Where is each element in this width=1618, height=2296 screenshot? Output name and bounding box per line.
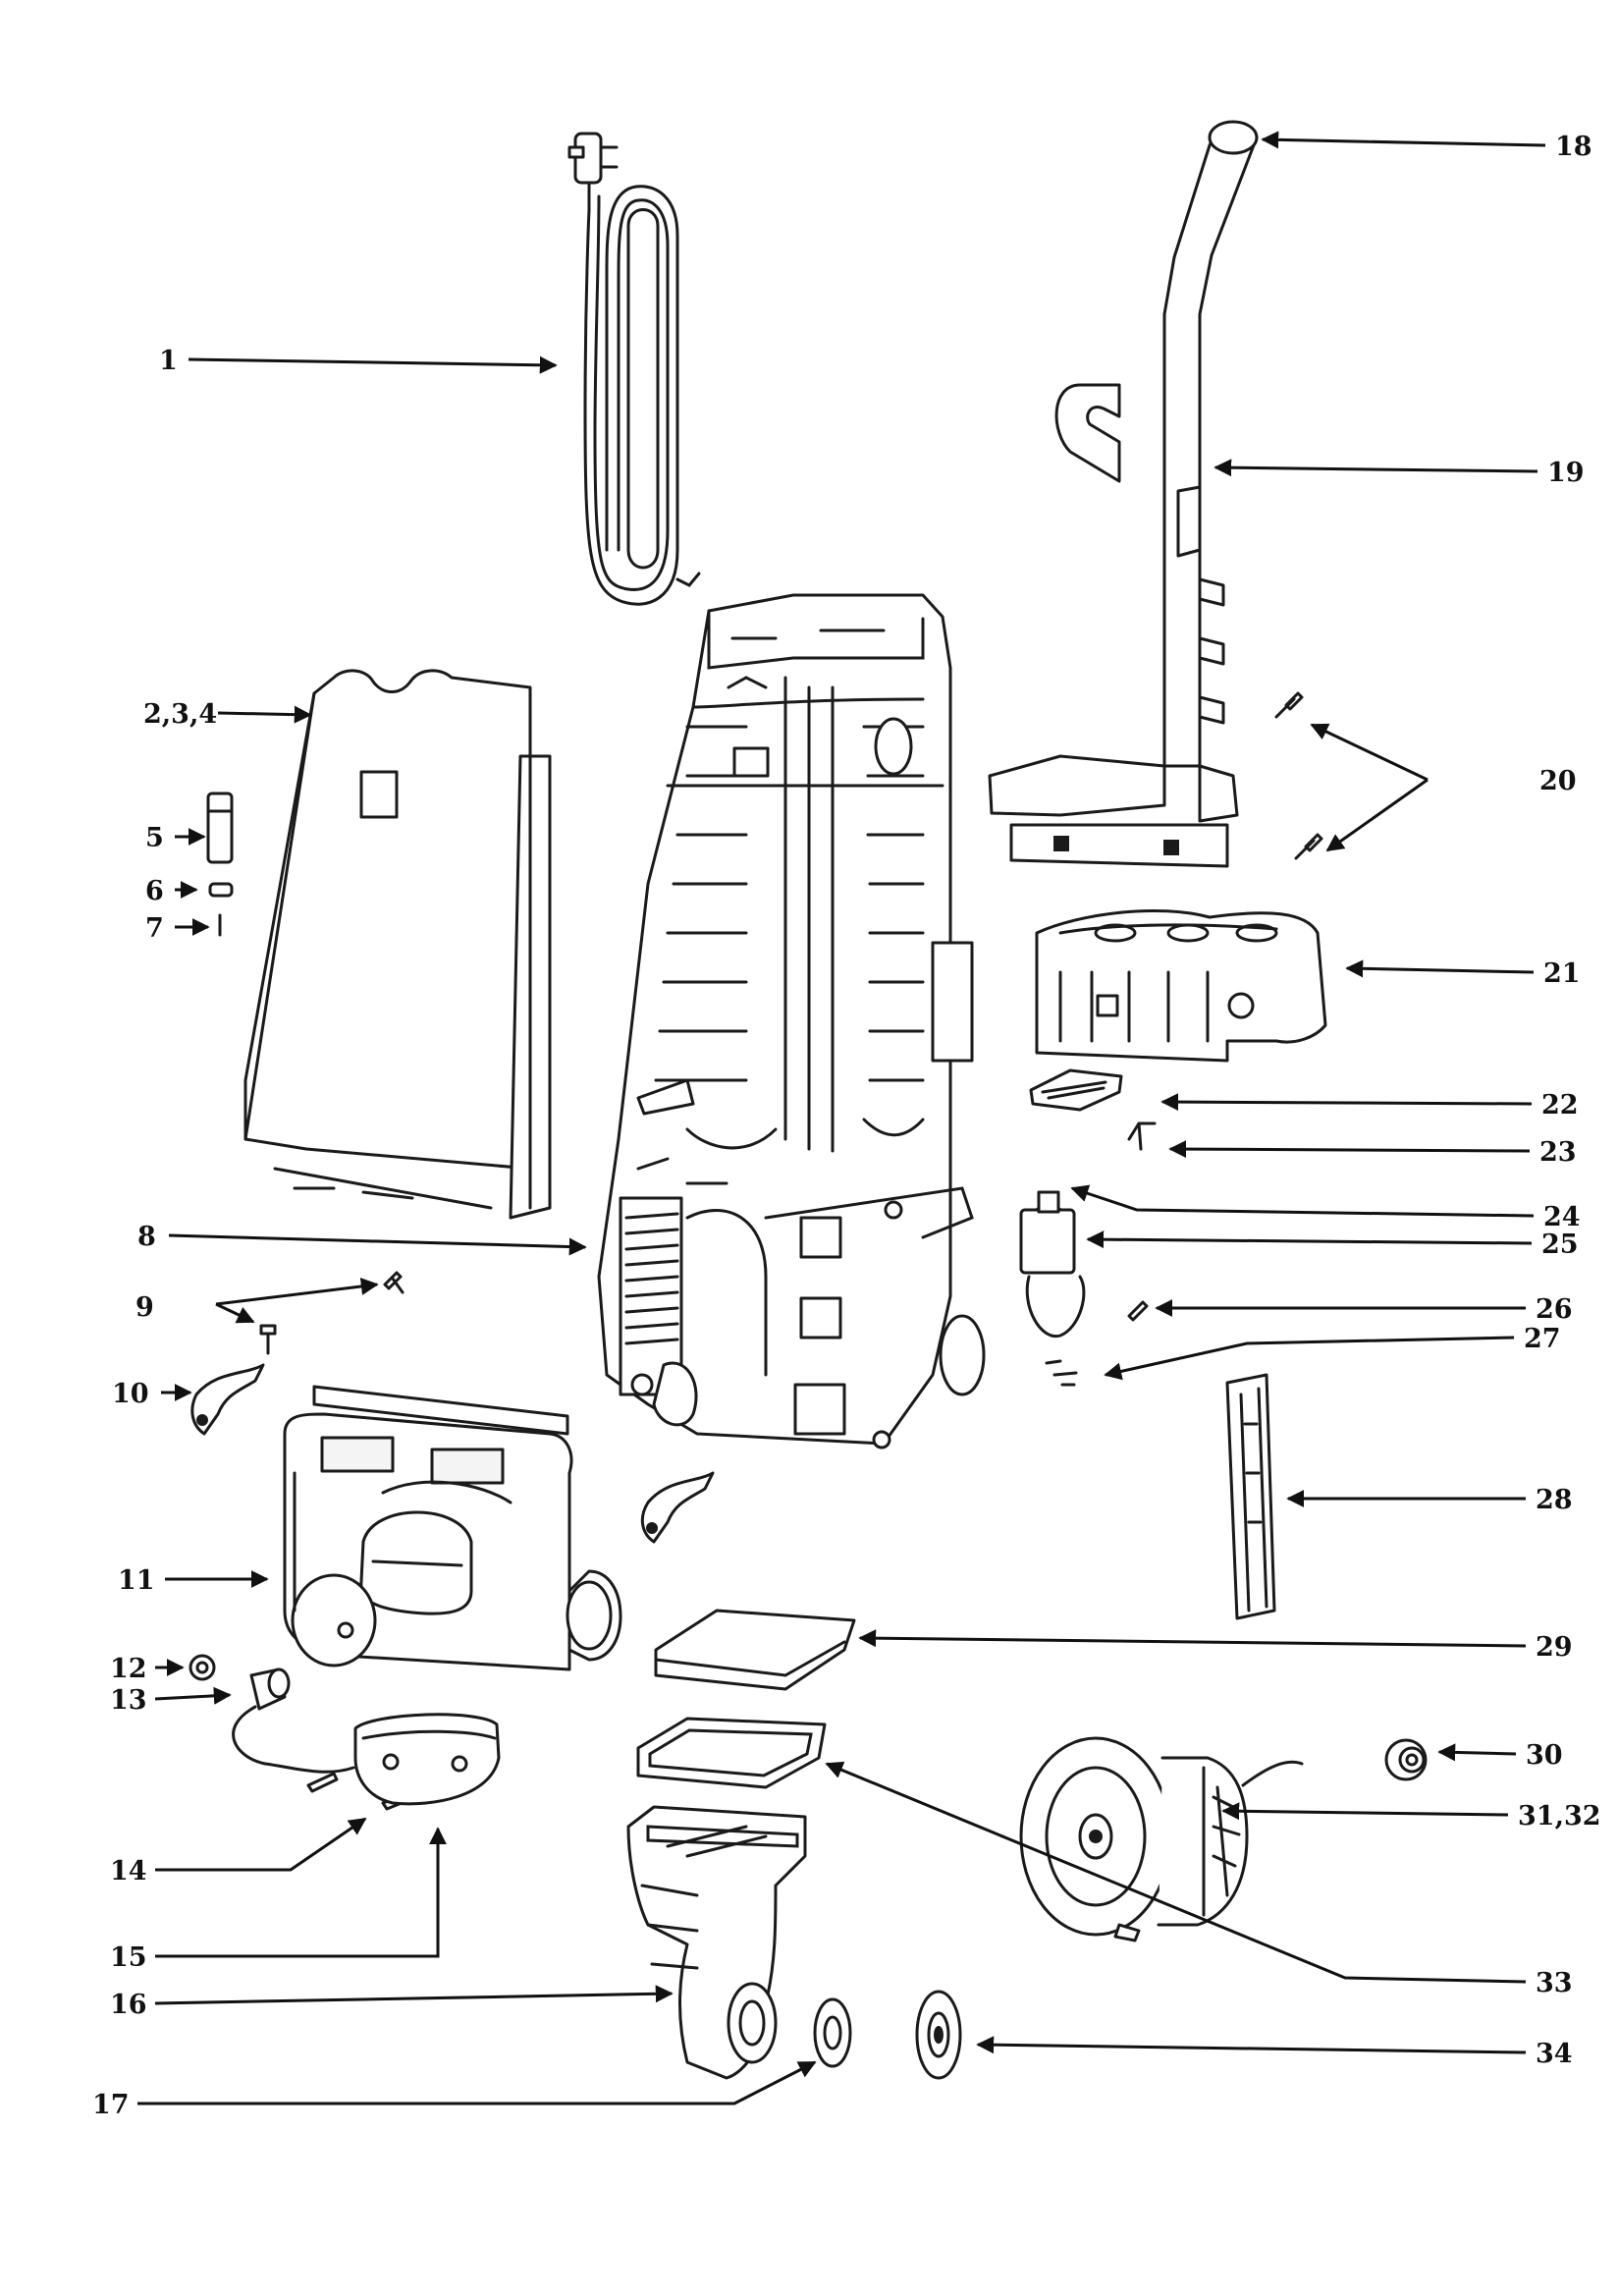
leader-22 bbox=[1160, 1093, 1533, 1112]
wheel-34-part bbox=[915, 1990, 962, 2080]
leader-lines bbox=[137, 131, 1546, 2105]
callout-25: 25 bbox=[1541, 1230, 1579, 1260]
leader-25 bbox=[1086, 1230, 1533, 1249]
callout-15: 15 bbox=[110, 1942, 147, 1973]
leader-9a bbox=[215, 1278, 379, 1306]
callout-14: 14 bbox=[110, 1856, 147, 1886]
callout-13: 13 bbox=[110, 1685, 147, 1716]
leader-24 bbox=[1070, 1184, 1535, 1218]
callout-29: 29 bbox=[1536, 1632, 1573, 1663]
callout-21: 21 bbox=[1543, 958, 1581, 989]
callout-8: 8 bbox=[137, 1222, 156, 1252]
leader-29 bbox=[858, 1629, 1527, 1648]
callout-26: 26 bbox=[1536, 1294, 1573, 1325]
motor-31-part bbox=[1019, 1736, 1304, 1942]
callout-34: 34 bbox=[1536, 2039, 1573, 2069]
callout-labels: 1 2,3,4 5 6 7 8 9 10 11 12 13 14 15 16 1… bbox=[92, 132, 1601, 2120]
callout-18: 18 bbox=[1555, 132, 1592, 162]
part-28 bbox=[1225, 1373, 1276, 1620]
part-30 bbox=[1384, 1738, 1428, 1781]
leader-15 bbox=[155, 1827, 447, 1958]
callout-11: 11 bbox=[118, 1565, 155, 1596]
leader-20b bbox=[1325, 778, 1429, 852]
callout-17: 17 bbox=[92, 2090, 130, 2120]
leader-18 bbox=[1261, 131, 1546, 149]
screws-9-part bbox=[259, 1271, 404, 1355]
filter-33-part bbox=[636, 1717, 827, 1789]
leader-20a bbox=[1310, 723, 1429, 782]
leader-17 bbox=[137, 2060, 817, 2105]
leader-13 bbox=[154, 1686, 232, 1705]
leader-19 bbox=[1214, 459, 1538, 477]
leader-9b bbox=[215, 1302, 255, 1324]
parts-22-27 bbox=[1019, 1068, 1157, 1387]
callout-33: 33 bbox=[1536, 1968, 1573, 1998]
leader-1 bbox=[188, 355, 558, 374]
callout-12: 12 bbox=[110, 1654, 147, 1684]
leader-30 bbox=[1437, 1743, 1517, 1762]
leader-34 bbox=[976, 2036, 1527, 2054]
leader-21 bbox=[1345, 959, 1535, 978]
nozzle-16-part bbox=[626, 1805, 807, 2080]
front-housing-part bbox=[283, 1385, 622, 1671]
callout-6: 6 bbox=[145, 876, 164, 906]
filter-29-part bbox=[654, 1609, 856, 1691]
leader-23 bbox=[1168, 1140, 1531, 1159]
cover-panel-part bbox=[243, 669, 552, 1220]
leader-16 bbox=[154, 1985, 674, 2005]
callout-9: 9 bbox=[135, 1292, 154, 1323]
screws-20-part bbox=[1274, 691, 1323, 860]
motor-cover-21-part bbox=[1035, 909, 1327, 1063]
leader-14 bbox=[155, 1817, 367, 1872]
callout-27: 27 bbox=[1524, 1324, 1561, 1354]
wheel-17-part bbox=[813, 1997, 852, 2068]
main-body-housing-part bbox=[597, 593, 986, 1449]
power-cord-part bbox=[567, 132, 701, 606]
callout-10: 10 bbox=[112, 1379, 149, 1409]
callout-1: 1 bbox=[159, 346, 178, 376]
callout-31: 31,32 bbox=[1518, 1801, 1601, 1831]
callout-20: 20 bbox=[1539, 766, 1577, 796]
callout-16: 16 bbox=[110, 1990, 147, 2020]
callout-19: 19 bbox=[1547, 458, 1585, 488]
callout-22: 22 bbox=[1541, 1090, 1579, 1121]
small-parts-5-7 bbox=[206, 792, 234, 937]
leader-8 bbox=[168, 1233, 587, 1256]
callout-24: 24 bbox=[1543, 1202, 1581, 1232]
small-parts-12-15 bbox=[189, 1654, 501, 1811]
callout-5: 5 bbox=[145, 823, 164, 853]
leader-2 bbox=[217, 705, 312, 724]
callout-28: 28 bbox=[1536, 1485, 1573, 1515]
handle-upper-part bbox=[988, 120, 1259, 868]
callout-30: 30 bbox=[1526, 1740, 1563, 1771]
callout-7: 7 bbox=[145, 913, 164, 944]
callout-2: 2,3,4 bbox=[143, 699, 217, 730]
leader-33 bbox=[825, 1761, 1527, 1984]
leader-31 bbox=[1221, 1802, 1509, 1821]
bracket-10-part bbox=[190, 1363, 715, 1544]
callout-23: 23 bbox=[1539, 1137, 1577, 1168]
leader-27 bbox=[1104, 1336, 1515, 1381]
